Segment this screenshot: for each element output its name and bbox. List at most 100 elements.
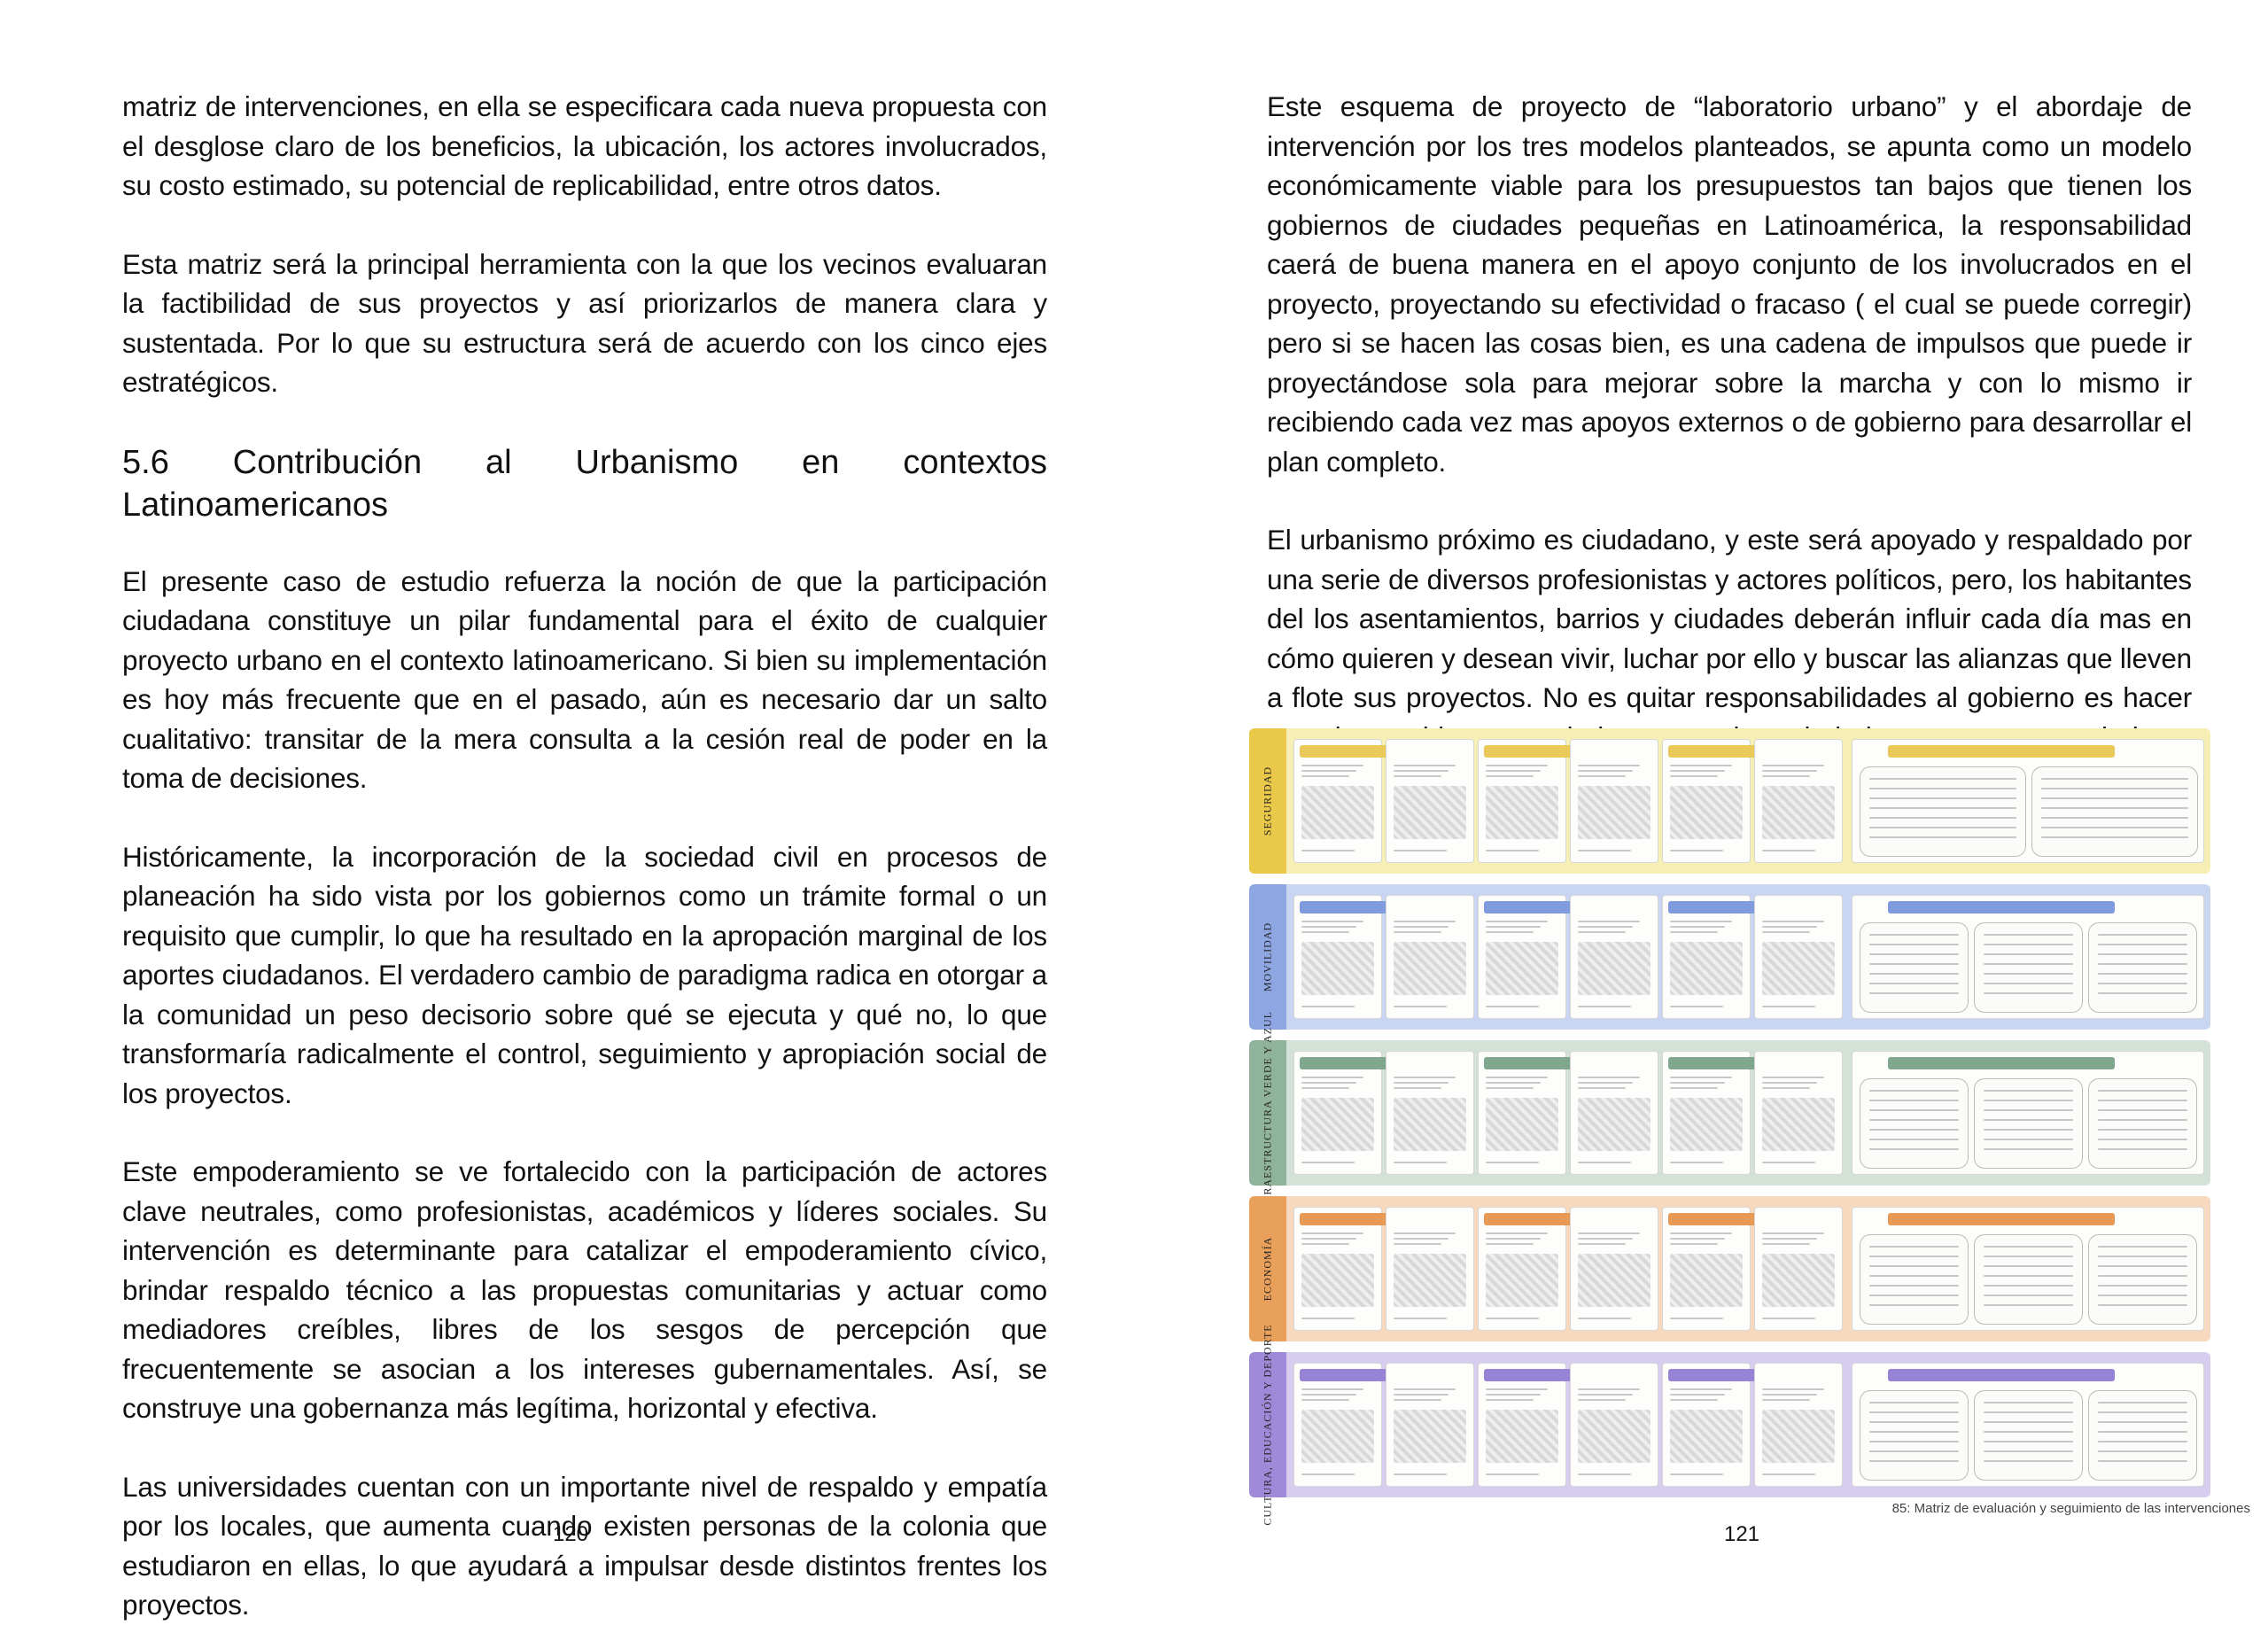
thumbnail	[1394, 1098, 1466, 1151]
thumbnail	[1486, 786, 1558, 839]
summary-card	[1974, 1234, 2083, 1325]
text-line	[2098, 953, 2187, 955]
matrix-cell	[1293, 895, 1470, 1019]
text-line	[1301, 921, 1363, 922]
matrix-cell	[1662, 1051, 1803, 1175]
text-line	[1762, 1077, 1824, 1078]
text-line	[1394, 1399, 1441, 1401]
text-line	[1670, 775, 1718, 777]
text-line	[2098, 1275, 2187, 1277]
text-line	[1869, 1431, 1959, 1433]
summary-panel-header	[1888, 1057, 2115, 1069]
thumbnail	[1670, 1098, 1743, 1151]
summary-card	[1860, 766, 2026, 857]
text-line	[1301, 850, 1355, 851]
thumbnail	[1670, 1410, 1743, 1463]
text-line	[2098, 944, 2187, 945]
matrix-cell	[1386, 895, 1474, 1019]
text-line	[1762, 926, 1817, 928]
text-line	[1301, 775, 1349, 777]
thumbnail	[1486, 1254, 1558, 1307]
summary-card	[2088, 922, 2197, 1013]
text-line	[1578, 1399, 1626, 1401]
text-line	[1578, 1473, 1631, 1475]
text-line	[1486, 1087, 1534, 1089]
text-line	[1984, 953, 2073, 955]
thumbnail	[1670, 1254, 1743, 1307]
text-line	[1984, 992, 2073, 994]
text-line	[1869, 1265, 1959, 1267]
text-line	[1578, 770, 1633, 772]
matrix-cell	[1570, 1207, 1658, 1331]
text-line	[1984, 963, 2073, 965]
text-line	[1869, 1295, 1959, 1296]
text-line	[2098, 1148, 2187, 1150]
text-line	[1984, 1100, 2073, 1101]
text-line	[2098, 983, 2187, 984]
thumbnail	[1301, 1410, 1374, 1463]
matrix-row-label: MOVILIDAD	[1249, 884, 1286, 1030]
text-line	[1301, 1394, 1356, 1396]
thumbnail	[1762, 1098, 1835, 1151]
matrix-row: CULTURA, EDUCACIÓN Y DEPORTE	[1249, 1324, 2210, 1526]
thumbnail	[1394, 786, 1466, 839]
text-line	[1984, 1090, 2073, 1092]
summary-panel	[1852, 1207, 2204, 1331]
text-line	[2098, 1129, 2187, 1131]
text-line	[1394, 1232, 1456, 1234]
text-line	[1578, 921, 1640, 922]
text-line	[1869, 807, 2016, 809]
matrix-cell	[1478, 739, 1654, 863]
matrix-cell	[1662, 1363, 1803, 1487]
summary-card	[1974, 1390, 2083, 1481]
text-line	[2098, 1441, 2187, 1442]
text-line	[1578, 1077, 1640, 1078]
text-line	[2098, 1402, 2187, 1403]
text-line	[1869, 973, 1959, 975]
text-line	[1984, 1304, 2073, 1306]
text-line	[1670, 770, 1725, 772]
text-line	[1762, 1087, 1810, 1089]
text-line	[1869, 1100, 1959, 1101]
text-line	[1869, 953, 1959, 955]
text-line	[1869, 1129, 1959, 1131]
thumbnail	[1578, 942, 1651, 995]
thumbnail	[1394, 1410, 1466, 1463]
text-line	[1578, 1238, 1633, 1240]
text-line	[1486, 850, 1539, 851]
paragraph: matriz de intervenciones, en ella se esp…	[122, 90, 1047, 201]
summary-panel	[1852, 1051, 2204, 1175]
text-line	[2098, 1256, 2187, 1257]
text-line	[1670, 1077, 1732, 1078]
text-line	[2041, 836, 2188, 838]
text-line	[1394, 1162, 1447, 1163]
text-line	[1762, 1394, 1817, 1396]
summary-card	[1860, 1234, 1969, 1325]
text-line	[2098, 1090, 2187, 1092]
text-line	[1486, 1473, 1539, 1475]
text-line	[1869, 1139, 1959, 1140]
thumbnail	[1486, 1098, 1558, 1151]
text-line	[2041, 827, 2188, 828]
summary-card	[2088, 1390, 2197, 1481]
thumbnail	[1301, 786, 1374, 839]
matrix-cell	[1662, 895, 1803, 1019]
text-line	[2041, 778, 2188, 780]
matrix-row: INFRAESTRUCTURA VERDE Y AZUL	[1249, 1011, 2210, 1215]
right-page: Este esquema de proyecto de “laboratorio…	[1134, 0, 2268, 1609]
text-line	[1984, 1148, 2073, 1150]
text-line	[1670, 1238, 1725, 1240]
text-line	[1486, 1388, 1548, 1390]
matrix-cell	[1293, 1207, 1470, 1331]
matrix-cell	[1662, 739, 1803, 863]
matrix-row-label-text: INFRAESTRUCTURA VERDE Y AZUL	[1261, 1011, 1274, 1215]
matrix-cell	[1754, 1363, 1843, 1487]
text-line	[1578, 931, 1626, 933]
text-line	[2098, 1460, 2187, 1462]
text-line	[1394, 1082, 1449, 1084]
text-line	[1394, 1087, 1441, 1089]
text-line	[1670, 926, 1725, 928]
text-line	[2041, 788, 2188, 789]
text-line	[1762, 1318, 1815, 1319]
text-line	[1301, 926, 1356, 928]
